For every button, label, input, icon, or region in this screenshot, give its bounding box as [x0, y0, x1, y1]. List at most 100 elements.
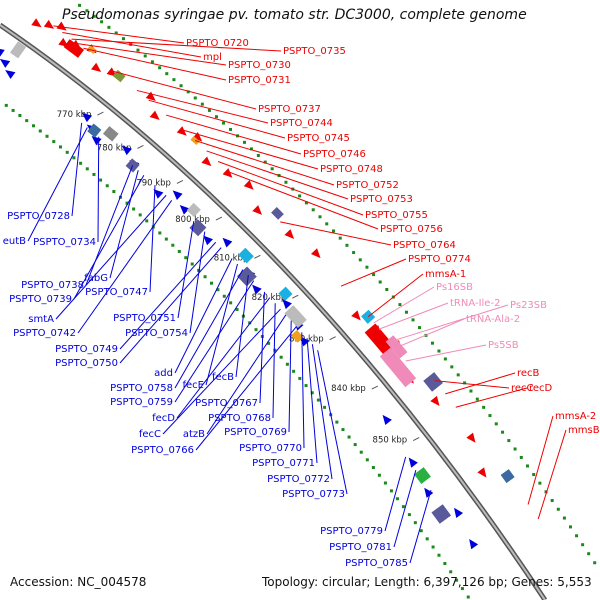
tick-mark [412, 437, 420, 441]
track-dot [318, 215, 322, 219]
feature-label: mmsB [568, 425, 600, 436]
feature-label: PSPTO_0769 [224, 427, 287, 438]
label-leader [445, 372, 516, 395]
track-dot [186, 90, 190, 94]
track-dot [413, 521, 417, 525]
track-dot [242, 140, 246, 144]
forward-gene-arrow [351, 310, 361, 321]
label-leader [373, 286, 435, 324]
track-dot [365, 458, 369, 462]
label-leader [384, 456, 407, 532]
track-dot [11, 108, 15, 112]
label-leader [217, 161, 364, 216]
tick-label: 770 kbp [57, 110, 92, 120]
feature-label: tRNA-Ile-2 [450, 298, 500, 309]
track-dot [164, 237, 168, 241]
reverse-gene-arrow [179, 205, 190, 215]
feature-label: recB [517, 368, 540, 379]
track-dot [298, 376, 302, 380]
label-leader [259, 291, 265, 404]
reverse-gene-arrow [0, 48, 5, 57]
label-leader [272, 303, 276, 419]
forward-gene-arrow [466, 432, 476, 443]
forward-gene-arrow [252, 205, 263, 215]
tick-label: 810 kbp [214, 253, 249, 263]
label-leader [393, 469, 417, 548]
track-dot [310, 391, 314, 395]
label-leader [301, 332, 305, 449]
feature-label: PSPTO_0758 [110, 383, 173, 394]
track-dot [79, 161, 83, 165]
tick-mark [215, 216, 223, 221]
track-dot [404, 310, 408, 314]
track-dot [179, 84, 183, 88]
feature-label: PSPTO_0768 [208, 413, 271, 424]
track-dot [550, 499, 554, 503]
track-dot [112, 189, 116, 193]
feature-label: PSPTO_0737 [258, 104, 321, 115]
label-leader [113, 70, 257, 110]
forward-gene-arrow [192, 132, 203, 142]
label-leader [77, 200, 173, 334]
label-leader [174, 269, 244, 389]
label-leader [149, 185, 156, 293]
track-dot [575, 534, 579, 538]
label-leader [389, 304, 509, 343]
track-dot [325, 222, 329, 226]
tick-mark [176, 179, 184, 184]
track-dot [538, 481, 542, 485]
track-dot [125, 201, 129, 205]
reverse-gene-arrow [469, 538, 479, 550]
label-leader [405, 344, 487, 362]
feature-block [364, 323, 395, 356]
feature-label: PSPTO_0756 [380, 224, 443, 235]
track-dot [513, 447, 517, 451]
tick-mark [329, 336, 336, 341]
feature-label: PSPTO_0747 [85, 287, 148, 298]
track-dot [59, 145, 63, 149]
feature-label: PSPTO_0767 [195, 398, 258, 409]
feature-block [423, 372, 443, 392]
track-dot [38, 129, 42, 133]
feature-label: PSPTO_0749 [55, 344, 118, 355]
track-dot [78, 3, 82, 7]
track-dot [449, 570, 453, 574]
track-dot [248, 321, 252, 325]
track-dot [341, 428, 345, 432]
track-dot [456, 373, 460, 377]
track-dot [372, 273, 376, 277]
track-dot [132, 207, 136, 211]
feature-label: Ps16SB [436, 282, 473, 293]
track-dot [177, 249, 181, 253]
feature-label: atzB [183, 429, 205, 440]
track-dot [482, 405, 486, 409]
track-dot [347, 435, 351, 439]
track-dot [138, 213, 142, 217]
reverse-gene-arrow [121, 145, 133, 156]
feature-label: PSPTO_0772 [267, 474, 330, 485]
track-dot [488, 414, 492, 418]
track-dot [273, 348, 277, 352]
forward-gene-arrow [145, 91, 156, 101]
label-leader [229, 171, 379, 230]
tick-mark [97, 111, 104, 116]
label-leader [162, 308, 281, 435]
reverse-gene-arrow [203, 235, 213, 246]
track-dot [52, 140, 56, 144]
reverse-gene-arrow [0, 58, 11, 68]
tick-mark [371, 385, 379, 390]
track-dot [425, 537, 429, 541]
track-dot [85, 167, 89, 171]
forward-gene-arrow [430, 395, 440, 407]
feature-label: recD [529, 383, 553, 394]
forward-gene-arrow [31, 18, 42, 28]
track-dot [407, 513, 411, 517]
feature-block [291, 329, 304, 343]
track-dot [256, 153, 260, 157]
feature-label: PSPTO_0752 [336, 180, 399, 191]
reverse-gene-arrow [172, 190, 183, 200]
track-dot [285, 362, 289, 366]
label-leader [71, 122, 83, 217]
track-dot [377, 473, 381, 477]
track-dot [72, 156, 76, 160]
